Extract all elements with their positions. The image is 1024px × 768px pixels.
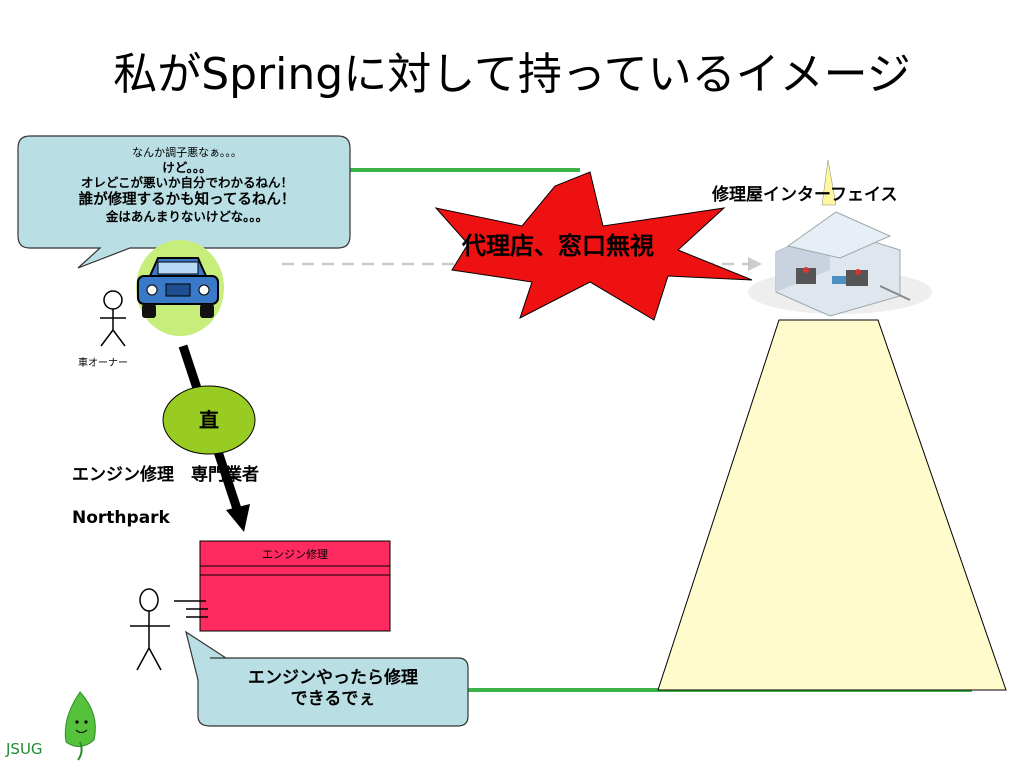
- direct-label: 直: [199, 408, 219, 432]
- dashed-arrow-head: [748, 257, 762, 271]
- ignore-burst: [434, 171, 753, 321]
- car-owner-label: 車オーナー: [78, 358, 128, 369]
- specialist-name: Northpark: [72, 508, 170, 528]
- jsug-logo-text: JSUG: [6, 740, 43, 758]
- owner-speech-line-4: 誰が修理するかも知ってるねん！: [78, 192, 296, 208]
- repair-shop-interface-label: 修理屋インターフェイス: [712, 185, 898, 205]
- owner-speech-line-3: オレどこが悪いか自分でわかるねん！: [80, 175, 294, 191]
- direct-arrow-head: [226, 504, 250, 532]
- specialist-label: エンジン修理 専門業者: [72, 465, 259, 485]
- owner-speech-line-1: なんか調子悪なぁ。。。: [132, 146, 242, 159]
- engine-repair-class-box: [199, 540, 391, 632]
- burst-text: 代理店、窓口無視: [462, 232, 654, 260]
- specialist-speech-text: エンジンやったら修理 できるでぇ: [200, 668, 466, 711]
- owner-speech-text: なんか調子悪なぁ。。。 けど。。。 オレどこが悪いか自分でわかるねん！ 誰が修理…: [28, 146, 346, 225]
- leaf-logo-icon: [64, 691, 96, 761]
- owner-speech-line-5: 金はあんまりないけどな。。。: [105, 209, 269, 225]
- specialist-speech-line-1: エンジンやったら修理: [248, 668, 418, 688]
- owner-speech-line-2: けど。。。: [162, 159, 212, 175]
- specialist-speech-bubble: [185, 630, 469, 727]
- direct-circle: [162, 385, 256, 455]
- repair-shop-icon: [748, 211, 932, 317]
- spotlight-tip: [821, 159, 837, 206]
- specialist-stick-figure-icon: [130, 588, 208, 671]
- owner-stick-figure-icon: [100, 290, 126, 347]
- car-icon: [136, 240, 224, 336]
- owner-speech-bubble: [17, 135, 351, 269]
- specialist-speech-line-2: できるでぇ: [290, 689, 376, 710]
- engine-repair-class-name: エンジン修理: [262, 548, 328, 561]
- spotlight-trapezoid: [657, 319, 1007, 691]
- page-title: 私がSpringに対して持っているイメージ: [113, 49, 911, 100]
